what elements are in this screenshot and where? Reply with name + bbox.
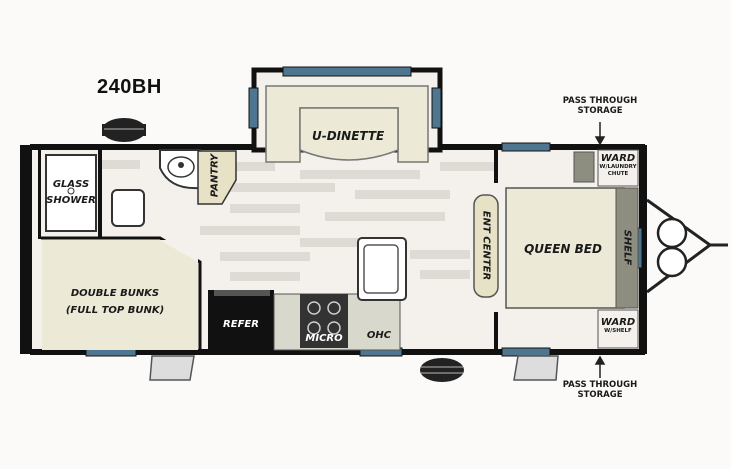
- ward-top-note: W/LAUNDRY CHUTE: [599, 164, 637, 177]
- dinette-side-window-left: [248, 87, 259, 129]
- sink-basin-icon: [167, 156, 195, 178]
- propane-tank-1: [656, 217, 688, 249]
- shower-stall: [45, 154, 97, 232]
- double-bunks: [42, 240, 198, 350]
- propane-tank-2: [656, 246, 688, 278]
- double-bunks-label: DOUBLE BUNKS (FULL TOP BUNK): [60, 287, 170, 317]
- bathroom-partition: [98, 150, 102, 238]
- kitchen-sink-counter: [357, 237, 407, 301]
- ward-bottom: [597, 309, 639, 349]
- shower-drain-icon: [67, 187, 75, 195]
- bedroom-partition-bottom: [494, 312, 498, 352]
- step-left: [149, 355, 195, 381]
- ward-top: [597, 149, 639, 187]
- glass-shower-label: GLASS SHOWER: [44, 178, 98, 207]
- queen-bed-label: QUEEN BED: [524, 242, 602, 256]
- pantry-label: PANTRY: [209, 153, 221, 198]
- storage-top-line2: STORAGE: [577, 105, 623, 116]
- shelf-label: SHELF: [621, 229, 633, 266]
- micro-label: MICRO: [305, 333, 343, 344]
- kitchen-sink-basin: [363, 244, 399, 294]
- stove: [300, 294, 348, 348]
- ward-top-label: WARD W/LAUNDRY CHUTE: [598, 153, 638, 177]
- dinette-table: [299, 107, 399, 161]
- ward-top-title: WARD: [600, 153, 636, 164]
- bunk-corner: [160, 240, 198, 262]
- queen-bed: [505, 187, 625, 309]
- storage-arrow-top-icon: [594, 122, 606, 146]
- dinette-window: [282, 66, 412, 77]
- refer-top: [214, 290, 270, 296]
- bedroom-partition-top: [494, 147, 498, 183]
- glass-shower-line2: SHOWER: [46, 194, 96, 206]
- pantry-cabinet: [197, 150, 237, 205]
- toilet: [111, 189, 145, 227]
- refrigerator: [208, 290, 274, 350]
- front-wall: [639, 145, 647, 354]
- storage-top-label: PASS THROUGH STORAGE: [560, 96, 640, 117]
- ohc-label: OHC: [366, 330, 392, 341]
- bathroom-wall: [38, 147, 41, 239]
- dinette-side-window-right: [431, 87, 442, 129]
- model-number: 240BH: [97, 76, 162, 98]
- double-bunks-line2: (FULL TOP BUNK): [65, 304, 165, 316]
- storage-top-line1: PASS THROUGH: [562, 96, 638, 106]
- u-dinette-label: U-DINETTE: [312, 129, 385, 143]
- double-bunks-line1: DOUBLE BUNKS: [70, 288, 160, 299]
- storage-bottom-line1: PASS THROUGH: [562, 380, 638, 390]
- ward-bottom-label: WARD W/SHELF: [598, 317, 638, 334]
- ward-bottom-title: WARD: [600, 317, 636, 328]
- ent-center: [473, 194, 499, 298]
- front-shelf: [615, 187, 639, 309]
- storage-bottom-line2: STORAGE: [577, 389, 623, 400]
- stove-burners-icon: [307, 301, 341, 335]
- storage-bottom-label: PASS THROUGH STORAGE: [560, 380, 640, 401]
- glass-shower-line1: GLASS: [52, 179, 90, 190]
- ent-center-label: ENT CENTER: [480, 210, 492, 281]
- storage-arrow-bottom-icon: [594, 355, 606, 378]
- bottom-window-3: [501, 347, 551, 357]
- ward-bottom-note: W/SHELF: [604, 328, 632, 334]
- floor-planks: [100, 160, 495, 281]
- rear-wall: [20, 145, 32, 354]
- top-window-right: [501, 142, 551, 152]
- laundry-chute: [573, 151, 595, 183]
- step-right: [513, 355, 559, 381]
- refer-label: REFER: [223, 319, 259, 330]
- tire-top-icon: [102, 118, 146, 142]
- tire-bottom-icon: [420, 358, 464, 382]
